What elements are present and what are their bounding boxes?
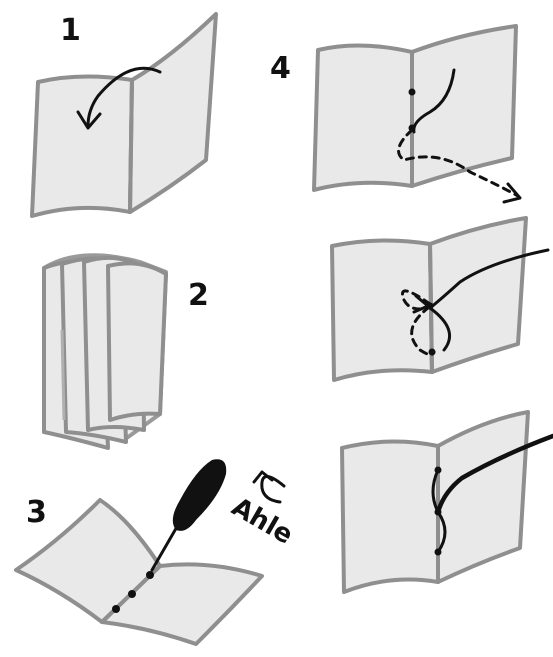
sheet-text-shading	[62, 330, 64, 420]
awl-icon	[152, 459, 226, 570]
step-2-number: 2	[188, 278, 209, 313]
sheet-right-half	[130, 14, 216, 212]
punched-hole	[146, 571, 154, 579]
sewing-hole	[429, 349, 436, 356]
sewing-hole	[409, 89, 416, 96]
step-1-panel: 1	[32, 13, 216, 216]
step-1-number: 1	[60, 13, 81, 48]
sheet-fold-line	[130, 80, 132, 212]
step-2-panel: 2	[44, 255, 209, 448]
sewing-hole	[427, 303, 434, 310]
punched-hole	[128, 590, 136, 598]
book-c-right-page	[438, 412, 528, 582]
punched-hole	[112, 605, 120, 613]
stacked-sheet-4	[108, 263, 166, 420]
sheet-left-half	[32, 76, 132, 216]
step-4-panel: 4	[270, 26, 553, 592]
step-3-panel: 3 Ahle	[16, 459, 298, 644]
book-c-left-page	[342, 441, 438, 592]
sewing-stage-b	[332, 218, 548, 380]
step-4-number: 4	[270, 51, 291, 86]
book-a-left-page	[314, 45, 412, 190]
sewing-stage-c	[342, 412, 553, 592]
book-a-right-page	[412, 26, 516, 186]
awl-label: Ahle	[227, 492, 298, 551]
sewing-stage-a	[314, 26, 520, 202]
thread-arrow-head-icon	[504, 184, 520, 202]
step-3-number: 3	[26, 495, 47, 530]
